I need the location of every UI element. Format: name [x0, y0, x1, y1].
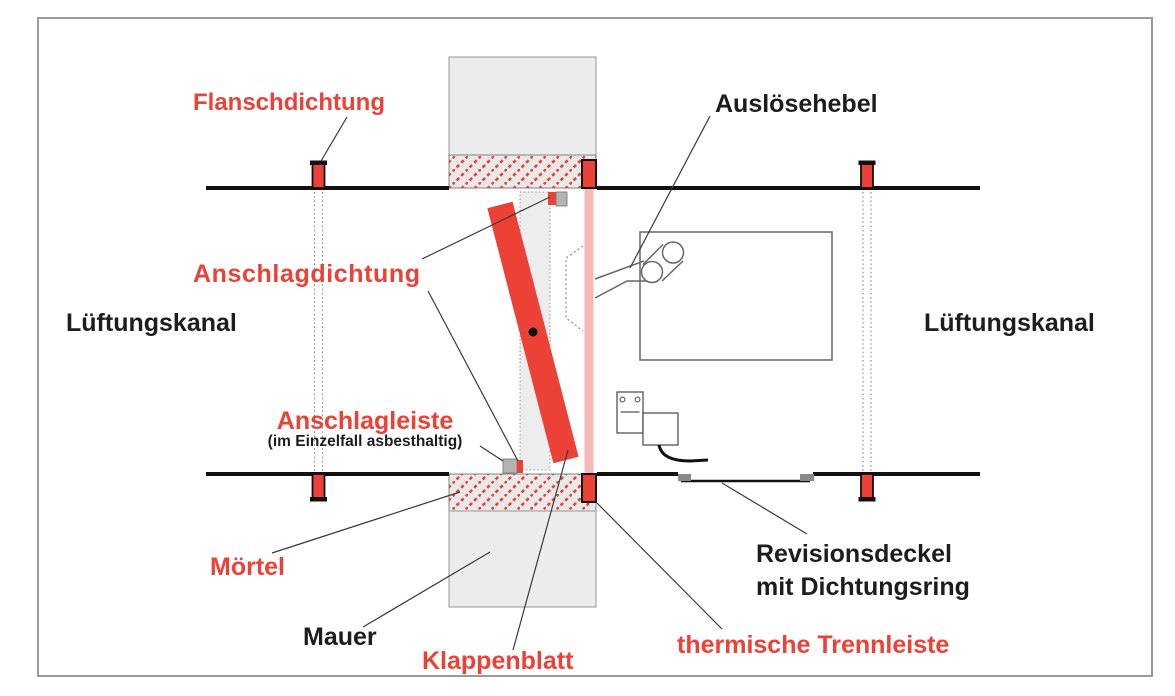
- revision-cover: [678, 474, 814, 483]
- lever-seat-dashed-outline: [565, 245, 584, 332]
- lever-roller-lower: [640, 260, 664, 284]
- fuse-cable: [657, 444, 709, 463]
- thermal-strip-top: [581, 159, 597, 189]
- wall-bottom: [448, 510, 597, 608]
- leader-thermische-trennleiste: [596, 502, 723, 630]
- leader-flanschdichtung: [320, 116, 348, 162]
- label-revisionsdeckel-line2: mit Dichtungsring: [756, 573, 970, 601]
- blade-pivot-dot: [528, 327, 538, 337]
- thermal-strip-bottom: [581, 473, 597, 503]
- leader-revisionsdeckel: [721, 482, 808, 535]
- leader-anschlagleiste: [479, 445, 504, 462]
- flange-top-right: [858, 160, 876, 189]
- flange-top-left: [310, 160, 327, 189]
- lever-roller-upper: [661, 241, 685, 264]
- stop-strip-top: [555, 191, 568, 207]
- label-klappenblatt: Klappenblatt: [422, 647, 574, 675]
- wall-top: [448, 56, 597, 157]
- leader-anschlagdichtung-bottom: [427, 290, 519, 462]
- label-anschlagleiste-block: Anschlagleiste (im Einzelfall asbesthalt…: [245, 408, 485, 451]
- label-revisionsdeckel-line1: Revisionsdeckel: [756, 540, 952, 568]
- leader-lines: [271, 115, 808, 651]
- leader-anschlagdichtung-top: [421, 196, 551, 260]
- label-anschlagleiste: Anschlagleiste: [276, 407, 454, 435]
- mortar-band-bottom: [448, 473, 597, 512]
- label-lueftungskanal-right: Lüftungskanal: [924, 309, 1095, 337]
- label-anschlagdichtung: Anschlagdichtung: [193, 260, 421, 288]
- flange-bottom-right: [858, 473, 876, 502]
- thermal-fuse-box: [616, 391, 679, 446]
- flange-guide-dotted-lines: [313, 192, 872, 472]
- stop-strip-bottom: [502, 458, 518, 474]
- label-anschlagleiste-note: (im Einzelfall asbesthaltig): [267, 433, 463, 451]
- duct-walls: [206, 186, 980, 476]
- release-lever-arm: [594, 243, 684, 299]
- label-revisionsdeckel: Revisionsdeckel mit Dichtungsring: [756, 538, 970, 604]
- thermal-strip-middle: [584, 188, 594, 474]
- label-mauer: Mauer: [303, 623, 377, 651]
- label-ausloesehebel: Auslösehebel: [715, 90, 878, 118]
- leader-mauer: [362, 551, 491, 628]
- label-moertel: Mörtel: [210, 553, 285, 581]
- release-mechanism-box: [639, 231, 833, 361]
- leader-klappenblatt: [512, 449, 569, 651]
- label-lueftungskanal-left: Lüftungskanal: [66, 309, 237, 337]
- leader-ausloesehebel: [629, 115, 711, 269]
- leader-moertel: [271, 491, 461, 554]
- stop-seal-top: [548, 192, 556, 205]
- figure-frame: [37, 17, 1153, 677]
- flange-bottom-left: [310, 473, 327, 502]
- stop-seal-bottom: [517, 460, 523, 473]
- label-flanschdichtung: Flanschdichtung: [193, 89, 385, 116]
- mortar-band-top: [448, 154, 597, 189]
- label-thermische-trennleiste: thermische Trennleiste: [677, 631, 950, 659]
